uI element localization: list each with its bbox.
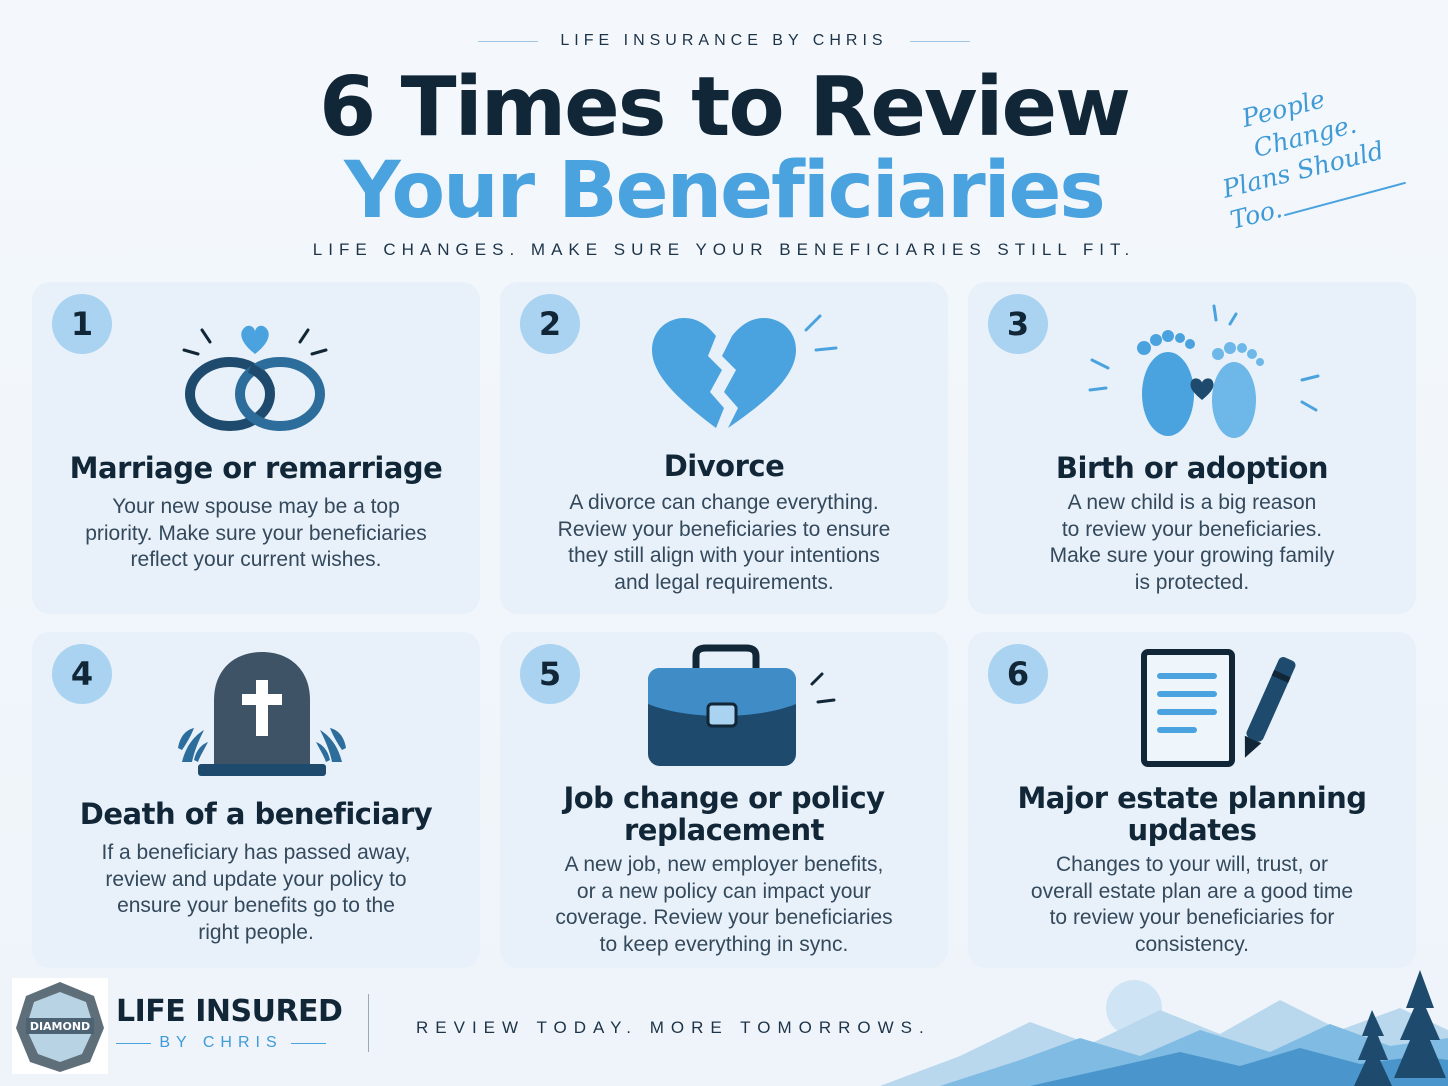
card-job-change: 5 Job change or policy replacement A new…: [500, 632, 948, 968]
card-body: A new child is a big reason to review yo…: [1049, 491, 1335, 594]
broken-heart-icon: [652, 314, 838, 428]
card-title: Birth or adoption: [1055, 451, 1329, 485]
page-title-line1: 6 Times to Review: [319, 60, 1131, 155]
mountain-landscape-illustration: [880, 970, 1448, 1086]
gravestone-icon: [178, 652, 346, 776]
card-title: Job change or policy replacement: [563, 781, 885, 847]
footer-tagline: REVIEW TODAY. MORE TOMORROWS.: [416, 1018, 931, 1037]
document-pen-icon: [1141, 649, 1296, 767]
brand-sub-dash-right: [290, 1042, 326, 1044]
card-body: Changes to your will, trust, or overall …: [1030, 853, 1354, 956]
footer-divider: [368, 994, 369, 1052]
card-number-badge: 4: [52, 644, 112, 704]
briefcase-icon: [648, 644, 836, 766]
card-marriage: 1 Marriage or remarriage Your new spouse…: [32, 282, 480, 614]
badge-text: DIAMOND: [30, 1020, 90, 1033]
eyebrow-rule-right: [909, 40, 970, 42]
brand-name: LIFE INSURED: [116, 994, 343, 1029]
brand-sub: BY CHRIS: [116, 1034, 326, 1052]
card-number-badge: 1: [52, 294, 112, 354]
card-number-badge: 3: [988, 294, 1048, 354]
card-divorce: 2 Divorce A divorce can change everythin…: [500, 282, 948, 614]
brand-sub-dash-left: [116, 1042, 152, 1044]
card-number-badge: 5: [520, 644, 580, 704]
brand-sub-text: BY CHRIS: [159, 1034, 283, 1051]
card-estate-planning: 6 Major estate planning updates Changes …: [968, 632, 1416, 968]
card-body: A divorce can change everything. Review …: [557, 491, 891, 594]
diamond-badge-logo: DIAMOND: [12, 978, 108, 1074]
page-subtitle: LIFE CHANGES. MAKE SURE YOUR BENEFICIARI…: [312, 240, 1136, 259]
card-death-beneficiary: 4 Death of a beneficiary If a beneficiar…: [32, 632, 480, 968]
card-body: A new job, new employer benefits, or a n…: [555, 853, 893, 956]
wedding-rings-icon: [182, 325, 328, 431]
card-title: Marriage or remarriage: [69, 451, 443, 485]
eyebrow-rule-left: [478, 40, 539, 42]
card-title: Major estate planning updates: [1017, 781, 1367, 847]
card-body: Your new spouse may be a top priority. M…: [85, 495, 427, 571]
page-title-line2: Your Beneficiaries: [344, 146, 1106, 236]
baby-footprints-icon: [1088, 304, 1320, 438]
card-body: If a beneficiary has passed away, review…: [101, 841, 411, 944]
card-number-badge: 6: [988, 644, 1048, 704]
card-birth-adoption: 3 Birth or adoption A new child is a big…: [968, 282, 1416, 614]
eyebrow-text: LIFE INSURANCE BY CHRIS: [560, 32, 888, 49]
card-title: Death of a beneficiary: [79, 797, 433, 831]
card-number-badge: 2: [520, 294, 580, 354]
card-title: Divorce: [663, 449, 785, 483]
eyebrow: LIFE INSURANCE BY CHRIS: [0, 32, 1448, 50]
